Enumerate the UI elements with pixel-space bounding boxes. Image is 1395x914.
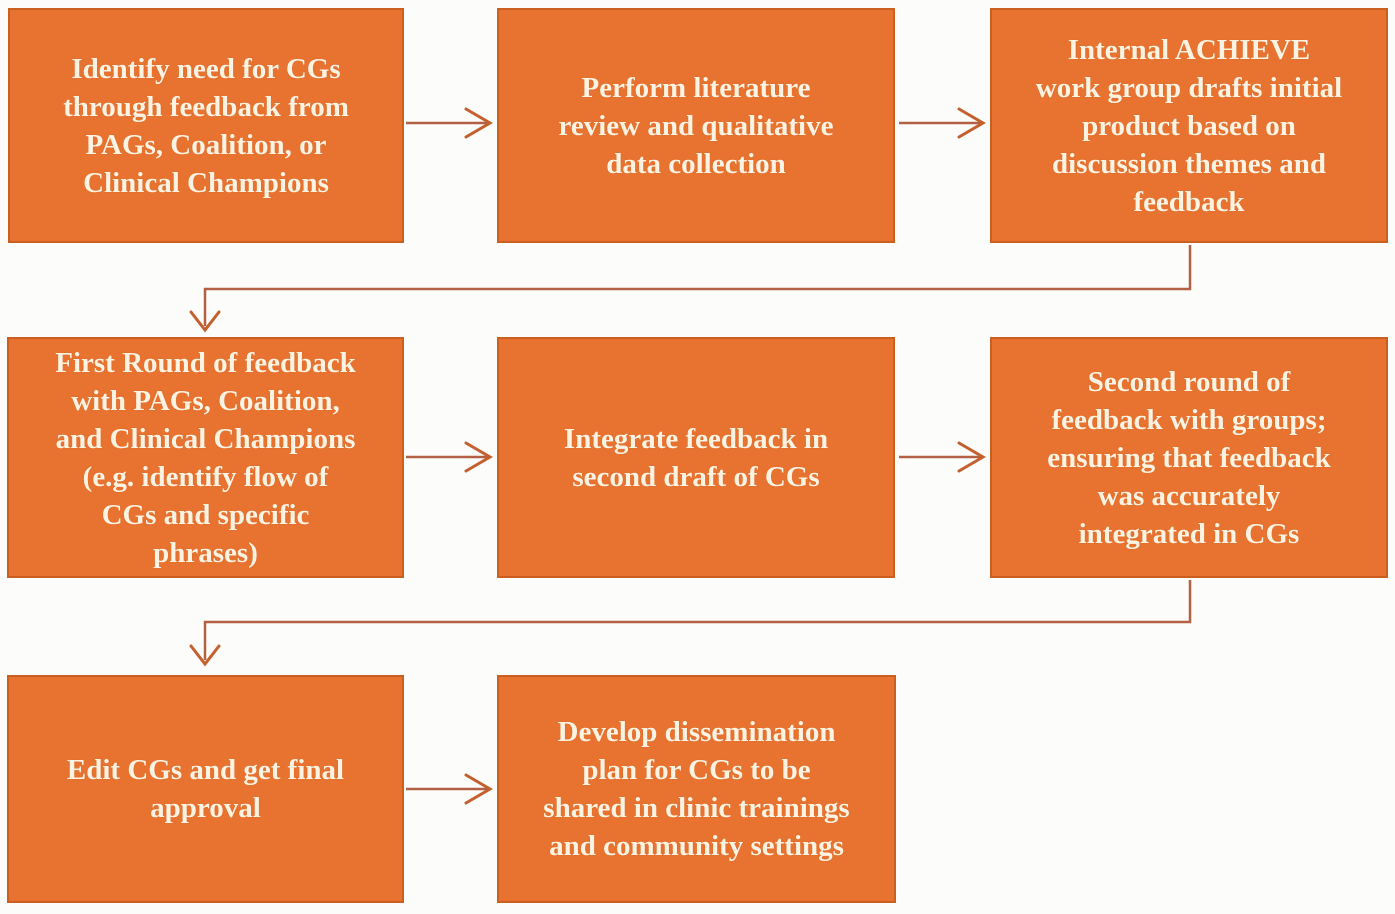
flow-step-6: Second round of feedback with groups; en… xyxy=(990,337,1388,578)
arrow-step4-to-step5 xyxy=(406,441,493,473)
flow-step-1: Identify need for CGs through feedback f… xyxy=(8,8,404,243)
flow-step-8-label: Develop dissemination plan for CGs to be… xyxy=(543,716,850,862)
flow-step-5: Integrate feedback in second draft of CG… xyxy=(497,337,895,578)
arrow-step7-to-step8 xyxy=(406,773,493,805)
arrow-step1-to-step2 xyxy=(406,107,493,139)
flow-step-5-label: Integrate feedback in second draft of CG… xyxy=(563,422,829,493)
flow-step-6-label: Second round of feedback with groups; en… xyxy=(1047,365,1331,550)
arrow-step5-to-step6 xyxy=(899,441,986,473)
flow-step-3-label: Internal ACHIEVE work group drafts initi… xyxy=(1035,33,1343,218)
flow-step-2: Perform literature review and qualitativ… xyxy=(497,8,895,243)
flow-step-4-label: First Round of feedback with PAGs, Coali… xyxy=(55,346,356,569)
flow-step-2-label: Perform literature review and qualitativ… xyxy=(558,71,834,180)
flow-step-1-label: Identify need for CGs through feedback f… xyxy=(63,52,349,199)
flow-step-3: Internal ACHIEVE work group drafts initi… xyxy=(990,8,1388,243)
flow-step-8: Develop dissemination plan for CGs to be… xyxy=(497,675,896,903)
flow-step-7-label: Edit CGs and get final approval xyxy=(66,754,345,824)
arrow-step2-to-step3 xyxy=(899,107,986,139)
elbow-step3-to-step4 xyxy=(189,245,1192,333)
elbow-step6-to-step7 xyxy=(189,580,1192,667)
flow-step-7: Edit CGs and get final approval xyxy=(7,675,404,903)
flow-step-4: First Round of feedback with PAGs, Coali… xyxy=(7,337,404,578)
